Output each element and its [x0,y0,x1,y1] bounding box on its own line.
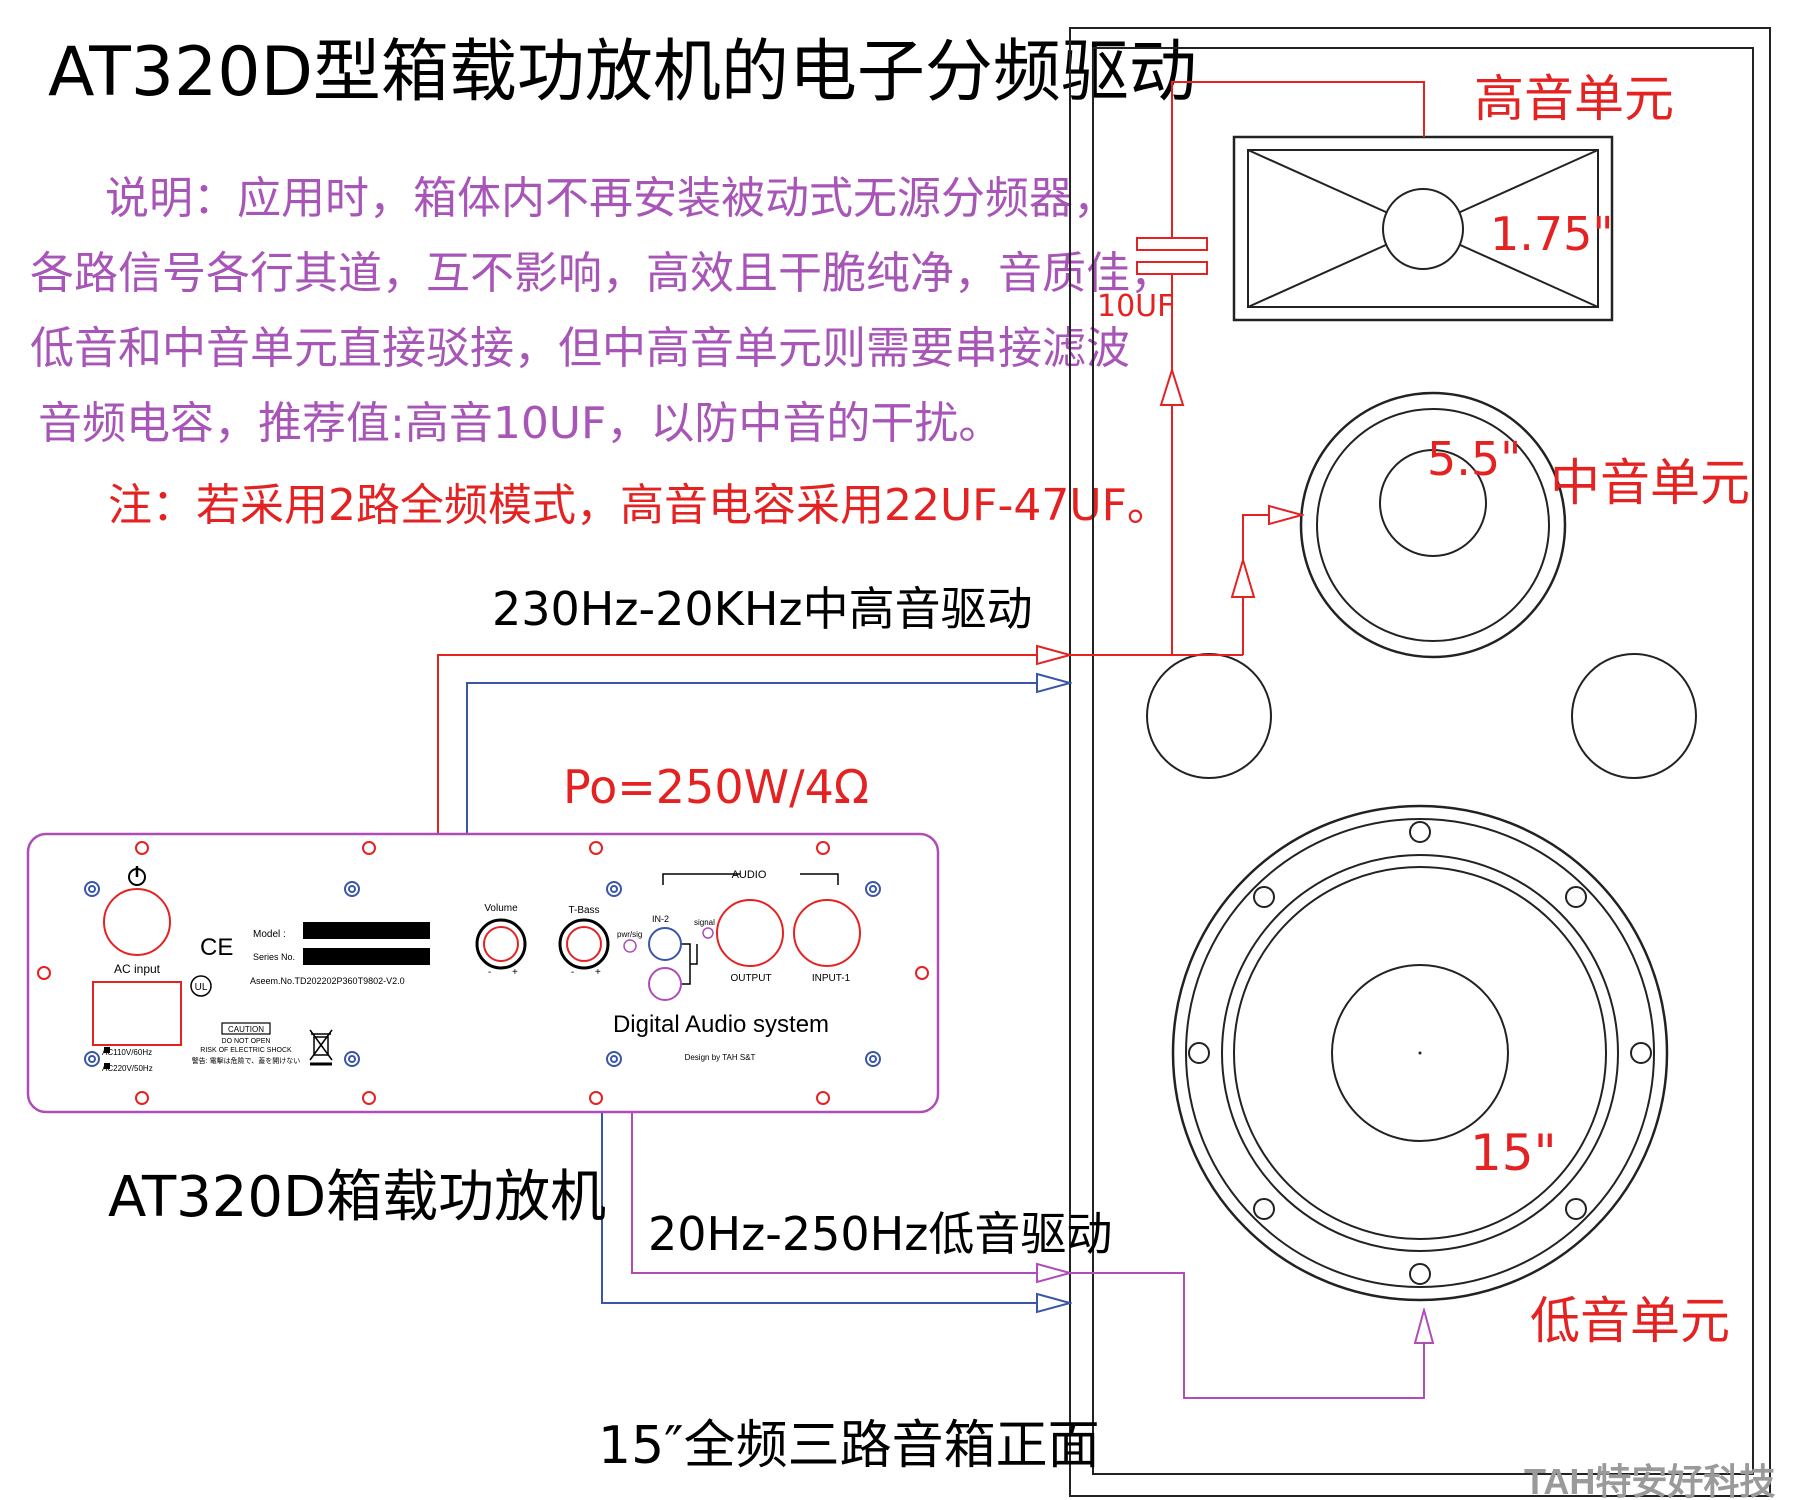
midrange-size-label: 5.5" [1427,432,1521,486]
tweeter-dome [1382,188,1464,270]
mid-high-drive-label: 230Hz-20KHz中高音驱动 [492,582,1033,636]
midrange-dustcap [1379,449,1487,557]
mid-high-wire-positive [437,655,1070,833]
description-line-2: 各路信号各行其道，互不影响，高效且干脆纯净，音质佳， [30,248,1174,299]
svg-text:+: + [512,967,518,978]
in2-jack-secondary[interactable] [648,967,682,1001]
woofer-dustcap [1331,964,1509,1142]
model-label: Model : [253,929,286,940]
capacitor-10uf [1136,237,1208,275]
volume-knob[interactable] [475,918,527,970]
svg-text:-: - [571,967,574,978]
note-line: 注：若采用2路全频模式，高音电容采用22UF-47UF。 [108,480,1171,531]
ac-input-socket[interactable] [92,981,182,1046]
woofer-unit [1171,804,1669,1302]
amp-name-label: AT320D箱载功放机 [108,1165,606,1230]
ac110-label: AC110V/60Hz [102,1048,152,1057]
svg-text:-: - [488,967,491,978]
aseem-number: Aseem.No.TD202202P360T9802-V2.0 [250,976,405,986]
pwr-sig-led [623,939,637,953]
ac220-label: AC220V/50Hz [102,1064,153,1073]
input1-xlr-jack[interactable] [793,899,861,967]
panel-screws [37,841,929,1105]
diagram-title: AT320D型箱载功放机的电子分频驱动 [48,33,1197,112]
ce-mark: CE [200,934,233,961]
pwr-sig-label: pwr/sig [617,930,642,939]
low-wire-negative [601,1097,1070,1303]
tweeter-unit [1232,135,1614,322]
tbass-knob[interactable] [558,918,610,970]
svg-text:UL: UL [195,982,208,993]
watermark: TAH特安好科技 [1524,1461,1775,1500]
bass-port-right [1571,653,1697,779]
ac-input-label: AC input [114,962,161,976]
model-plate [303,922,430,939]
woofer-mounting-holes [1188,821,1652,1285]
output-label: OUTPUT [730,973,771,984]
signal-led [702,927,714,939]
volume-label: Volume [484,903,518,914]
woofer-size-label: 15" [1470,1124,1557,1182]
brand-label: Digital Audio system [613,1011,829,1038]
caution-label: CAUTION [228,1025,264,1034]
series-plate [303,948,430,965]
mid-high-wire-negative [466,683,1070,833]
series-label: Series No. [253,952,295,962]
description-line-4: 音频电容，推荐值:高音10UF，以防中音的干扰。 [38,398,1002,449]
amplifier-panel: AC input CE UL AC110V/60Hz AC220V/50Hz M… [26,832,940,1114]
bass-port-left [1146,653,1272,779]
tweeter-size-label: 1.75" [1490,207,1614,261]
low-drive-label: 20Hz-250Hz低音驱动 [648,1207,1112,1261]
power-switch[interactable] [103,888,171,956]
tbass-label: T-Bass [568,905,599,916]
ul-mark [190,975,212,997]
description-line-1: 说明：应用时，箱体内不再安装被动式无源分频器， [105,173,1117,224]
warning-jp-label: 警告: 電擊は危險で、蓋を開けない [192,1056,301,1065]
output-xlr-jack[interactable] [716,899,784,967]
audio-label: AUDIO [732,869,767,881]
in2-jack[interactable] [648,927,682,961]
panel-blue-screws [84,881,881,1067]
tweeter-name-label: 高音单元 [1474,70,1674,128]
low-wire-positive [631,1097,1070,1273]
speaker-cabinet [1069,27,1771,1497]
signal-label: signal [694,918,715,927]
midrange-name-label: 中音单元 [1550,454,1750,512]
do-not-open-label: DO NOT OPEN [222,1038,271,1045]
power-icon [128,866,146,886]
woofer-name-label: 低音单元 [1530,1292,1730,1350]
capacitor-label: 10UF [1097,289,1174,324]
in2-label: IN-2 [652,914,669,924]
midrange-feed-wire [1242,515,1302,655]
design-credit: Design by TAH S&T [685,1053,756,1062]
svg-text:+: + [595,967,601,978]
woofer-feed-wire [1070,1272,1424,1399]
risk-label: RISK OF ELECTRIC SHOCK [200,1047,292,1054]
weee-bin-icon [309,1029,333,1066]
input1-label: INPUT-1 [812,973,851,984]
cabinet-inner-frame [1092,47,1754,1475]
cabinet-front-label: 15″全频三路音箱正面 [598,1416,1100,1476]
power-output-label: Po=250W/4Ω [563,760,869,814]
description-line-3: 低音和中音单元直接驳接，但中高音单元则需要串接滤波 [30,323,1130,374]
cabinet-outer-frame [1069,27,1771,1497]
